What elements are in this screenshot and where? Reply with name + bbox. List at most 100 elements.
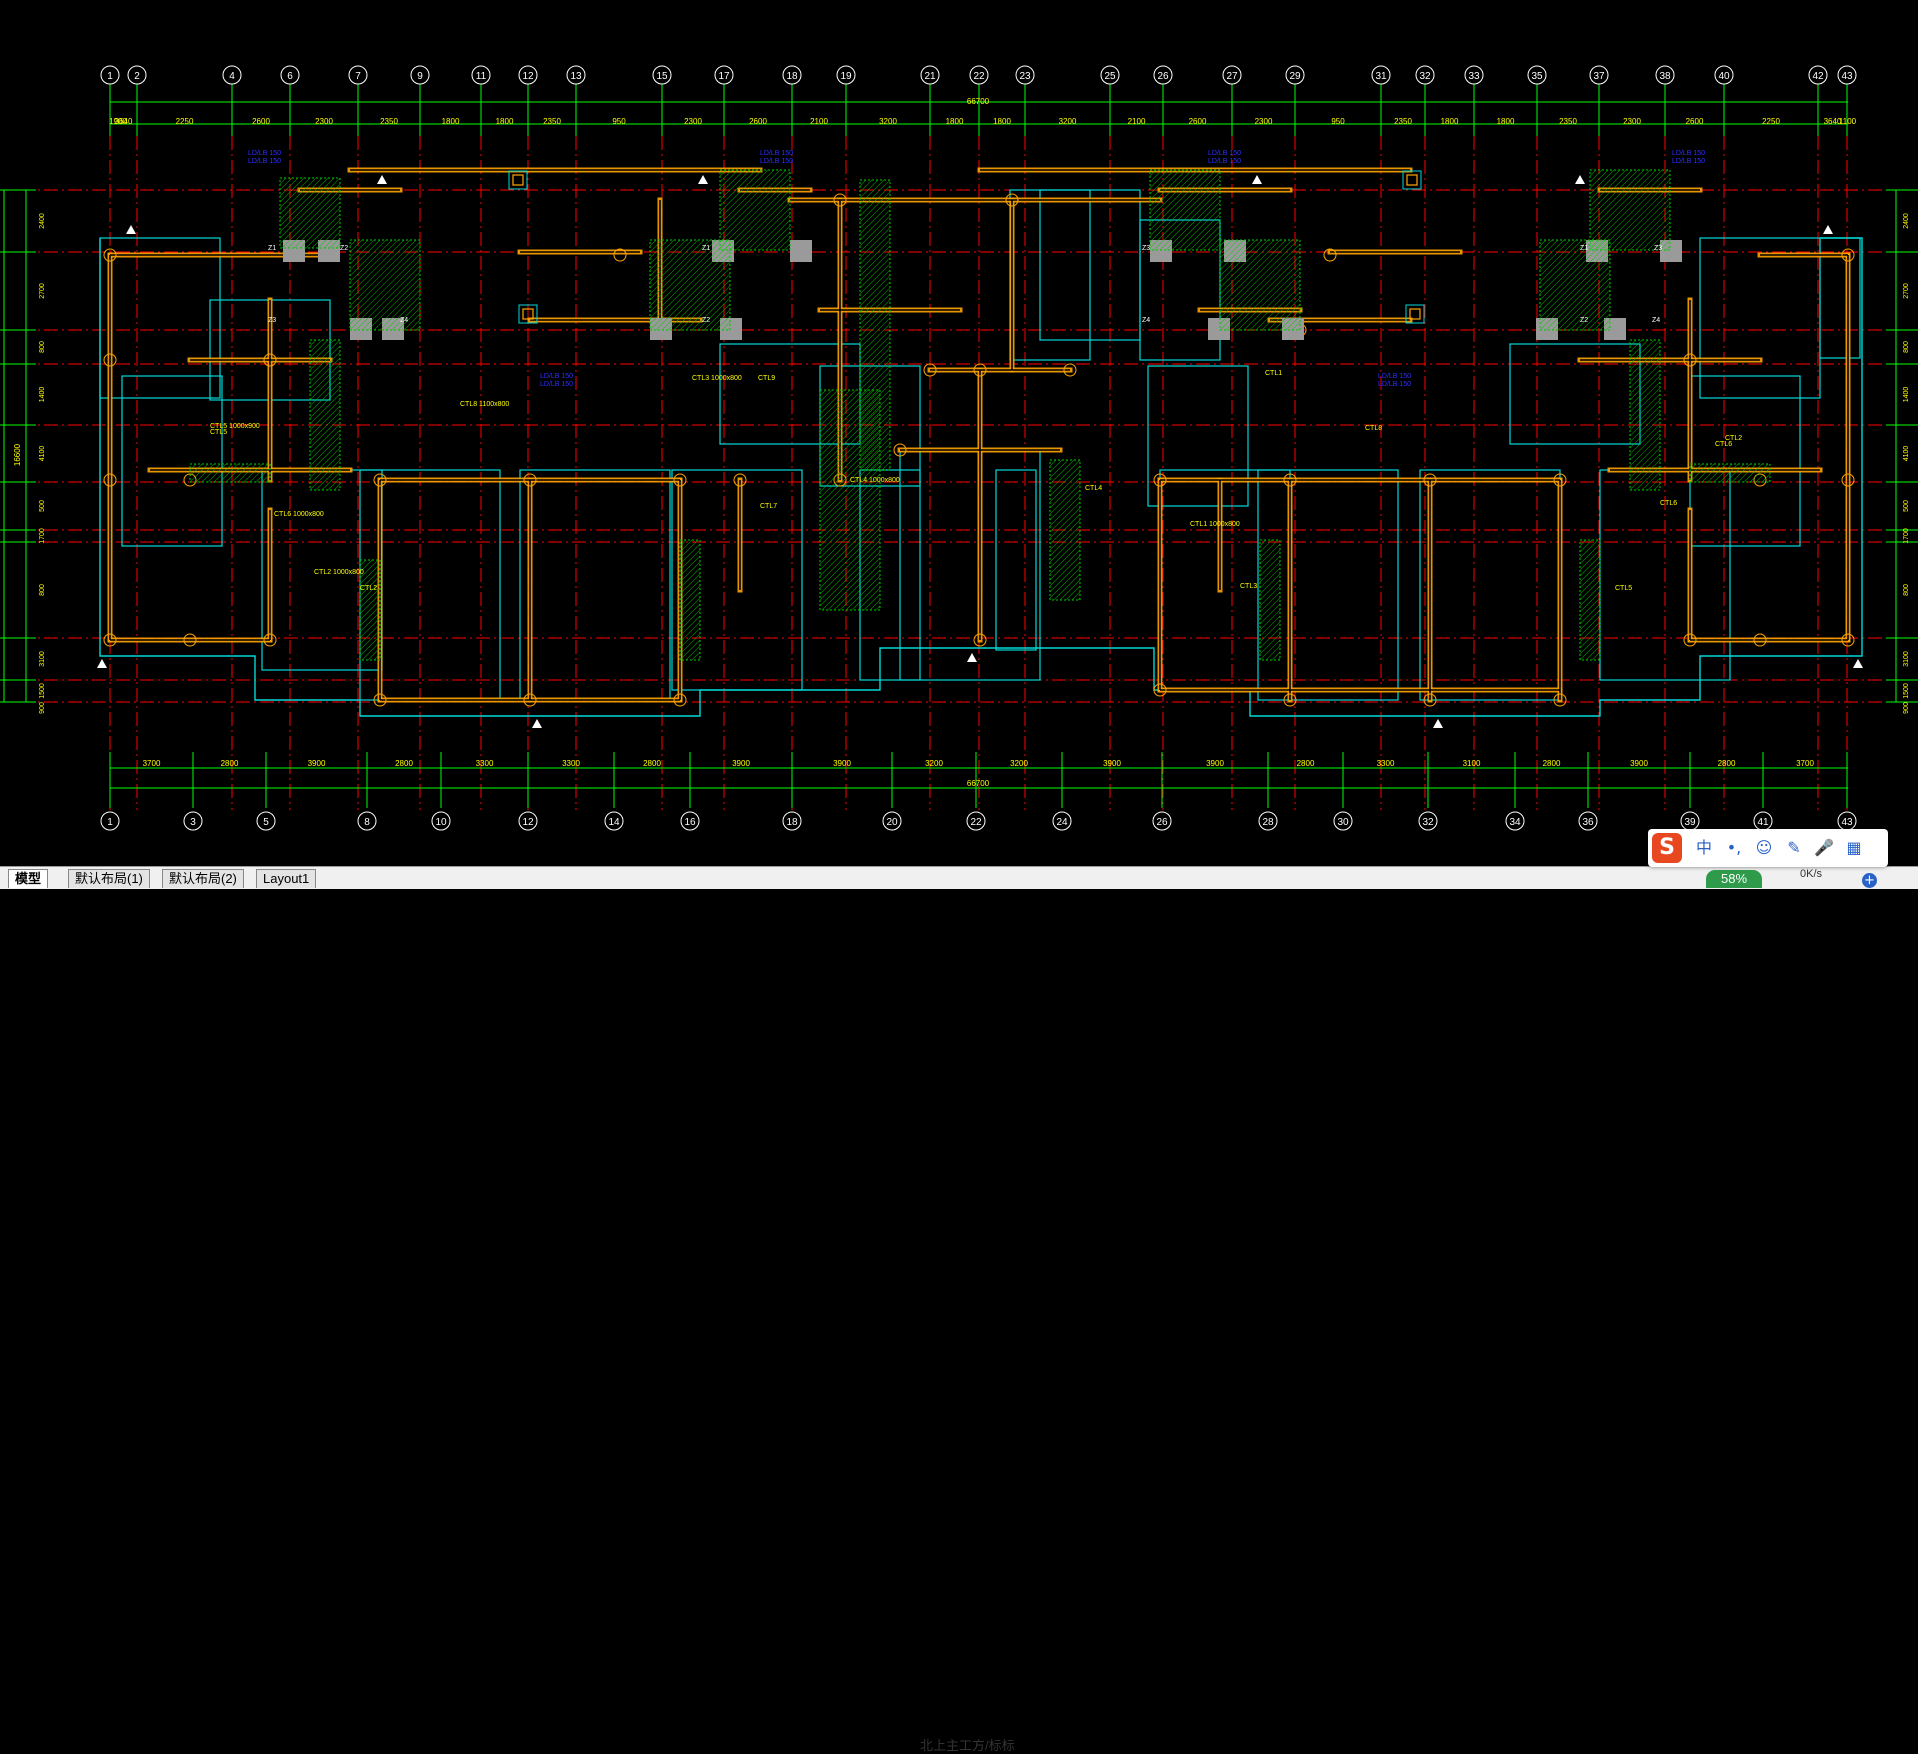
hatch-line: [1049, 495, 1081, 527]
hatch-line: [859, 437, 891, 469]
hatch-line: [359, 605, 381, 627]
column-tag: Z3: [1654, 245, 1662, 252]
hatch-line: [691, 651, 701, 661]
tab-layout-default-1[interactable]: 默认布局(1): [68, 869, 150, 888]
hatch-line: [279, 177, 299, 197]
tab-model[interactable]: 模型: [8, 869, 49, 888]
hatch-zone: [649, 239, 731, 331]
column-box-inner: [512, 174, 524, 186]
axis-bubble-label: 43: [1841, 817, 1853, 828]
axis-bubble-label: 13: [570, 71, 582, 82]
hatch-line: [309, 363, 341, 395]
hatch-line: [279, 177, 323, 221]
axis-bubble: [256, 811, 276, 831]
axis-bubble-label: 1: [107, 817, 113, 828]
hatch-line: [1077, 597, 1081, 601]
hatch-line: [1629, 357, 1661, 389]
column-tag: Z1: [1580, 245, 1588, 252]
column-box-inner: [522, 308, 534, 320]
hatch-line: [859, 233, 891, 265]
hatch-line: [859, 347, 891, 379]
hatch-line: [863, 443, 891, 471]
column-tag: Z3: [268, 317, 276, 324]
hatch-line: [719, 177, 791, 249]
microphone-icon[interactable]: 🎤: [1814, 838, 1834, 857]
axis-bubble-label: 28: [1262, 817, 1274, 828]
hatch-line: [1629, 411, 1661, 443]
hatch-line: [819, 389, 875, 445]
network-usage-badge[interactable]: 58%: [1706, 870, 1762, 888]
tab-layout1[interactable]: Layout1: [256, 869, 317, 888]
ime-punct-button[interactable]: •,: [1726, 838, 1742, 857]
blue-label: LD/LB 150: [760, 150, 793, 157]
hatch-line: [859, 191, 891, 223]
dimension-text: 3640: [115, 117, 133, 126]
hatch-line: [741, 201, 791, 251]
axis-bubble: [1371, 65, 1391, 85]
hatch-line: [819, 473, 881, 535]
blue-label: LD/LB 150: [1208, 150, 1241, 157]
column-node: [103, 473, 117, 487]
hatch-line: [649, 239, 675, 265]
tab-layout-default-2[interactable]: 默认布局(2): [162, 869, 244, 888]
column-node: [833, 193, 847, 207]
hatch-line: [649, 239, 699, 289]
hatch-line: [1255, 285, 1301, 331]
column-node: [523, 473, 537, 487]
hatch-line: [719, 169, 733, 183]
sogou-logo-icon[interactable]: S: [1652, 833, 1682, 863]
ime-lang-button[interactable]: 中: [1695, 838, 1712, 857]
axis-bubble: [836, 65, 856, 85]
hatch-line: [1629, 339, 1649, 359]
hatch-line: [735, 195, 791, 251]
hatch-line: [667, 267, 731, 331]
dimension-text: 4100: [1903, 446, 1910, 462]
hatch-line: [729, 189, 791, 251]
axis-bubble: [1418, 811, 1438, 831]
hatch-line: [859, 287, 891, 319]
hatch-line: [1297, 327, 1301, 331]
slab-outline: [1699, 237, 1821, 399]
hatch-line: [649, 249, 731, 331]
hatch-line: [335, 243, 341, 249]
hatch-line: [1149, 169, 1199, 219]
hatch-line: [321, 471, 341, 491]
hatch-line: [1749, 463, 1769, 483]
hatch-line: [349, 239, 387, 277]
dimension-text: 2350: [1559, 117, 1577, 126]
toolbox-grid-icon[interactable]: ▦: [1846, 838, 1862, 857]
hatch-line: [1259, 549, 1281, 571]
hatch-line: [859, 203, 891, 235]
hatch-line: [311, 219, 341, 249]
hatch-line: [309, 375, 341, 407]
hatch-line: [1647, 477, 1661, 491]
axis-bubble: [1714, 65, 1734, 85]
axis-bubble-label: 26: [1157, 71, 1169, 82]
pen-icon[interactable]: ✎: [1787, 838, 1801, 857]
hatch-line: [649, 239, 705, 295]
plus-icon[interactable]: +: [1862, 873, 1877, 888]
hatch-line: [333, 483, 341, 491]
hatch-line: [1259, 539, 1267, 547]
emoji-icon[interactable]: ☺: [1755, 838, 1773, 857]
hatch-line: [1049, 537, 1081, 569]
column-box: [1402, 170, 1422, 190]
ime-toolbar: S 中 •, ☺ ✎ 🎤 ▦: [1648, 829, 1888, 867]
hatch-line: [859, 221, 891, 253]
column-node: [1423, 473, 1437, 487]
hatch-line: [827, 557, 881, 611]
hatch-line: [1629, 369, 1661, 401]
hatch-line: [359, 593, 381, 615]
hatch-line: [1629, 399, 1661, 431]
hatch-line: [819, 389, 839, 409]
hatch-line: [819, 389, 869, 439]
hatch-line: [349, 239, 405, 295]
hatch-line: [1049, 507, 1081, 539]
hatch-line: [1259, 543, 1281, 565]
axis-bubble: [920, 65, 940, 85]
hatch-line: [1579, 621, 1601, 643]
hatch-line: [719, 171, 791, 243]
hatch-line: [1629, 339, 1643, 353]
hatch-line: [1617, 197, 1671, 251]
